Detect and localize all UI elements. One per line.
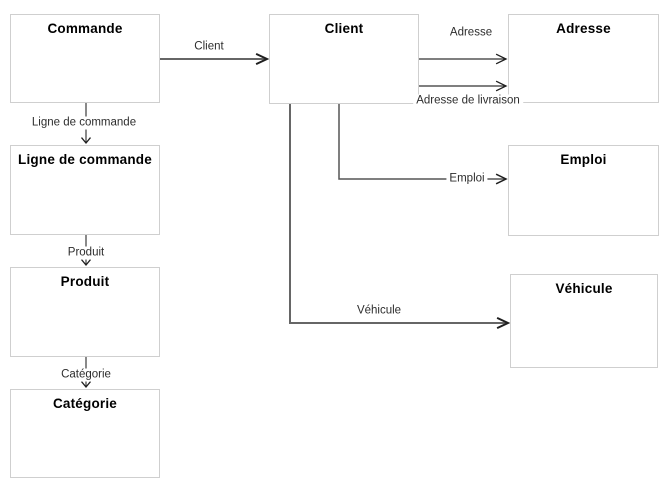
- arrowhead-icon: [495, 80, 508, 92]
- connection-client-adresse-livraison[interactable]: [419, 80, 508, 92]
- connection-label-commande-ligne-de-commande: Ligne de commande: [28, 116, 140, 130]
- entity-emploi[interactable]: Emploi: [508, 145, 659, 236]
- arrowhead-icon: [81, 259, 91, 267]
- entity-title-adresse: Adresse: [556, 21, 611, 36]
- entity-title-emploi: Emploi: [560, 152, 607, 167]
- connection-commande-client[interactable]: [160, 52, 270, 66]
- connection-line-client-vehicule[interactable]: [289, 104, 508, 324]
- arrowhead-icon: [81, 381, 91, 389]
- connection-client-vehicule[interactable]: [289, 104, 511, 330]
- entity-title-client: Client: [324, 21, 364, 36]
- connection-label-ligne-de-commande-produit: Produit: [64, 246, 108, 260]
- connection-label-client-vehicule: Véhicule: [356, 304, 402, 317]
- connection-label-client-adresse-livraison: Adresse de livraison: [413, 94, 523, 108]
- entity-vehicule[interactable]: Véhicule: [510, 274, 658, 368]
- entity-title-ligne-de-commande: Ligne de commande: [18, 152, 152, 167]
- arrowhead-icon: [496, 316, 511, 330]
- arrowhead-icon: [81, 137, 91, 145]
- connection-label-commande-client: Client: [194, 40, 224, 53]
- entity-title-categorie: Catégorie: [52, 396, 118, 411]
- entity-client[interactable]: Client: [269, 14, 419, 104]
- entity-title-produit: Produit: [60, 274, 110, 289]
- entity-title-commande: Commande: [47, 21, 123, 36]
- connection-label-client-adresse: Adresse: [449, 26, 493, 39]
- entity-adresse[interactable]: Adresse: [508, 14, 659, 103]
- arrowhead-icon: [495, 53, 508, 65]
- entity-produit[interactable]: Produit: [10, 267, 160, 357]
- entity-commande[interactable]: Commande: [10, 14, 160, 103]
- connection-client-adresse[interactable]: [419, 53, 508, 65]
- entity-ligne-de-commande[interactable]: Ligne de commande: [10, 145, 160, 235]
- entity-title-vehicule: Véhicule: [555, 281, 613, 296]
- entity-categorie[interactable]: Catégorie: [10, 389, 160, 478]
- connection-label-produit-categorie: Catégorie: [58, 368, 114, 382]
- connection-line-client-emploi[interactable]: [338, 104, 506, 180]
- connection-label-client-emploi: Emploi: [446, 172, 488, 186]
- arrowhead-icon: [495, 173, 508, 185]
- arrowhead-icon: [255, 52, 270, 66]
